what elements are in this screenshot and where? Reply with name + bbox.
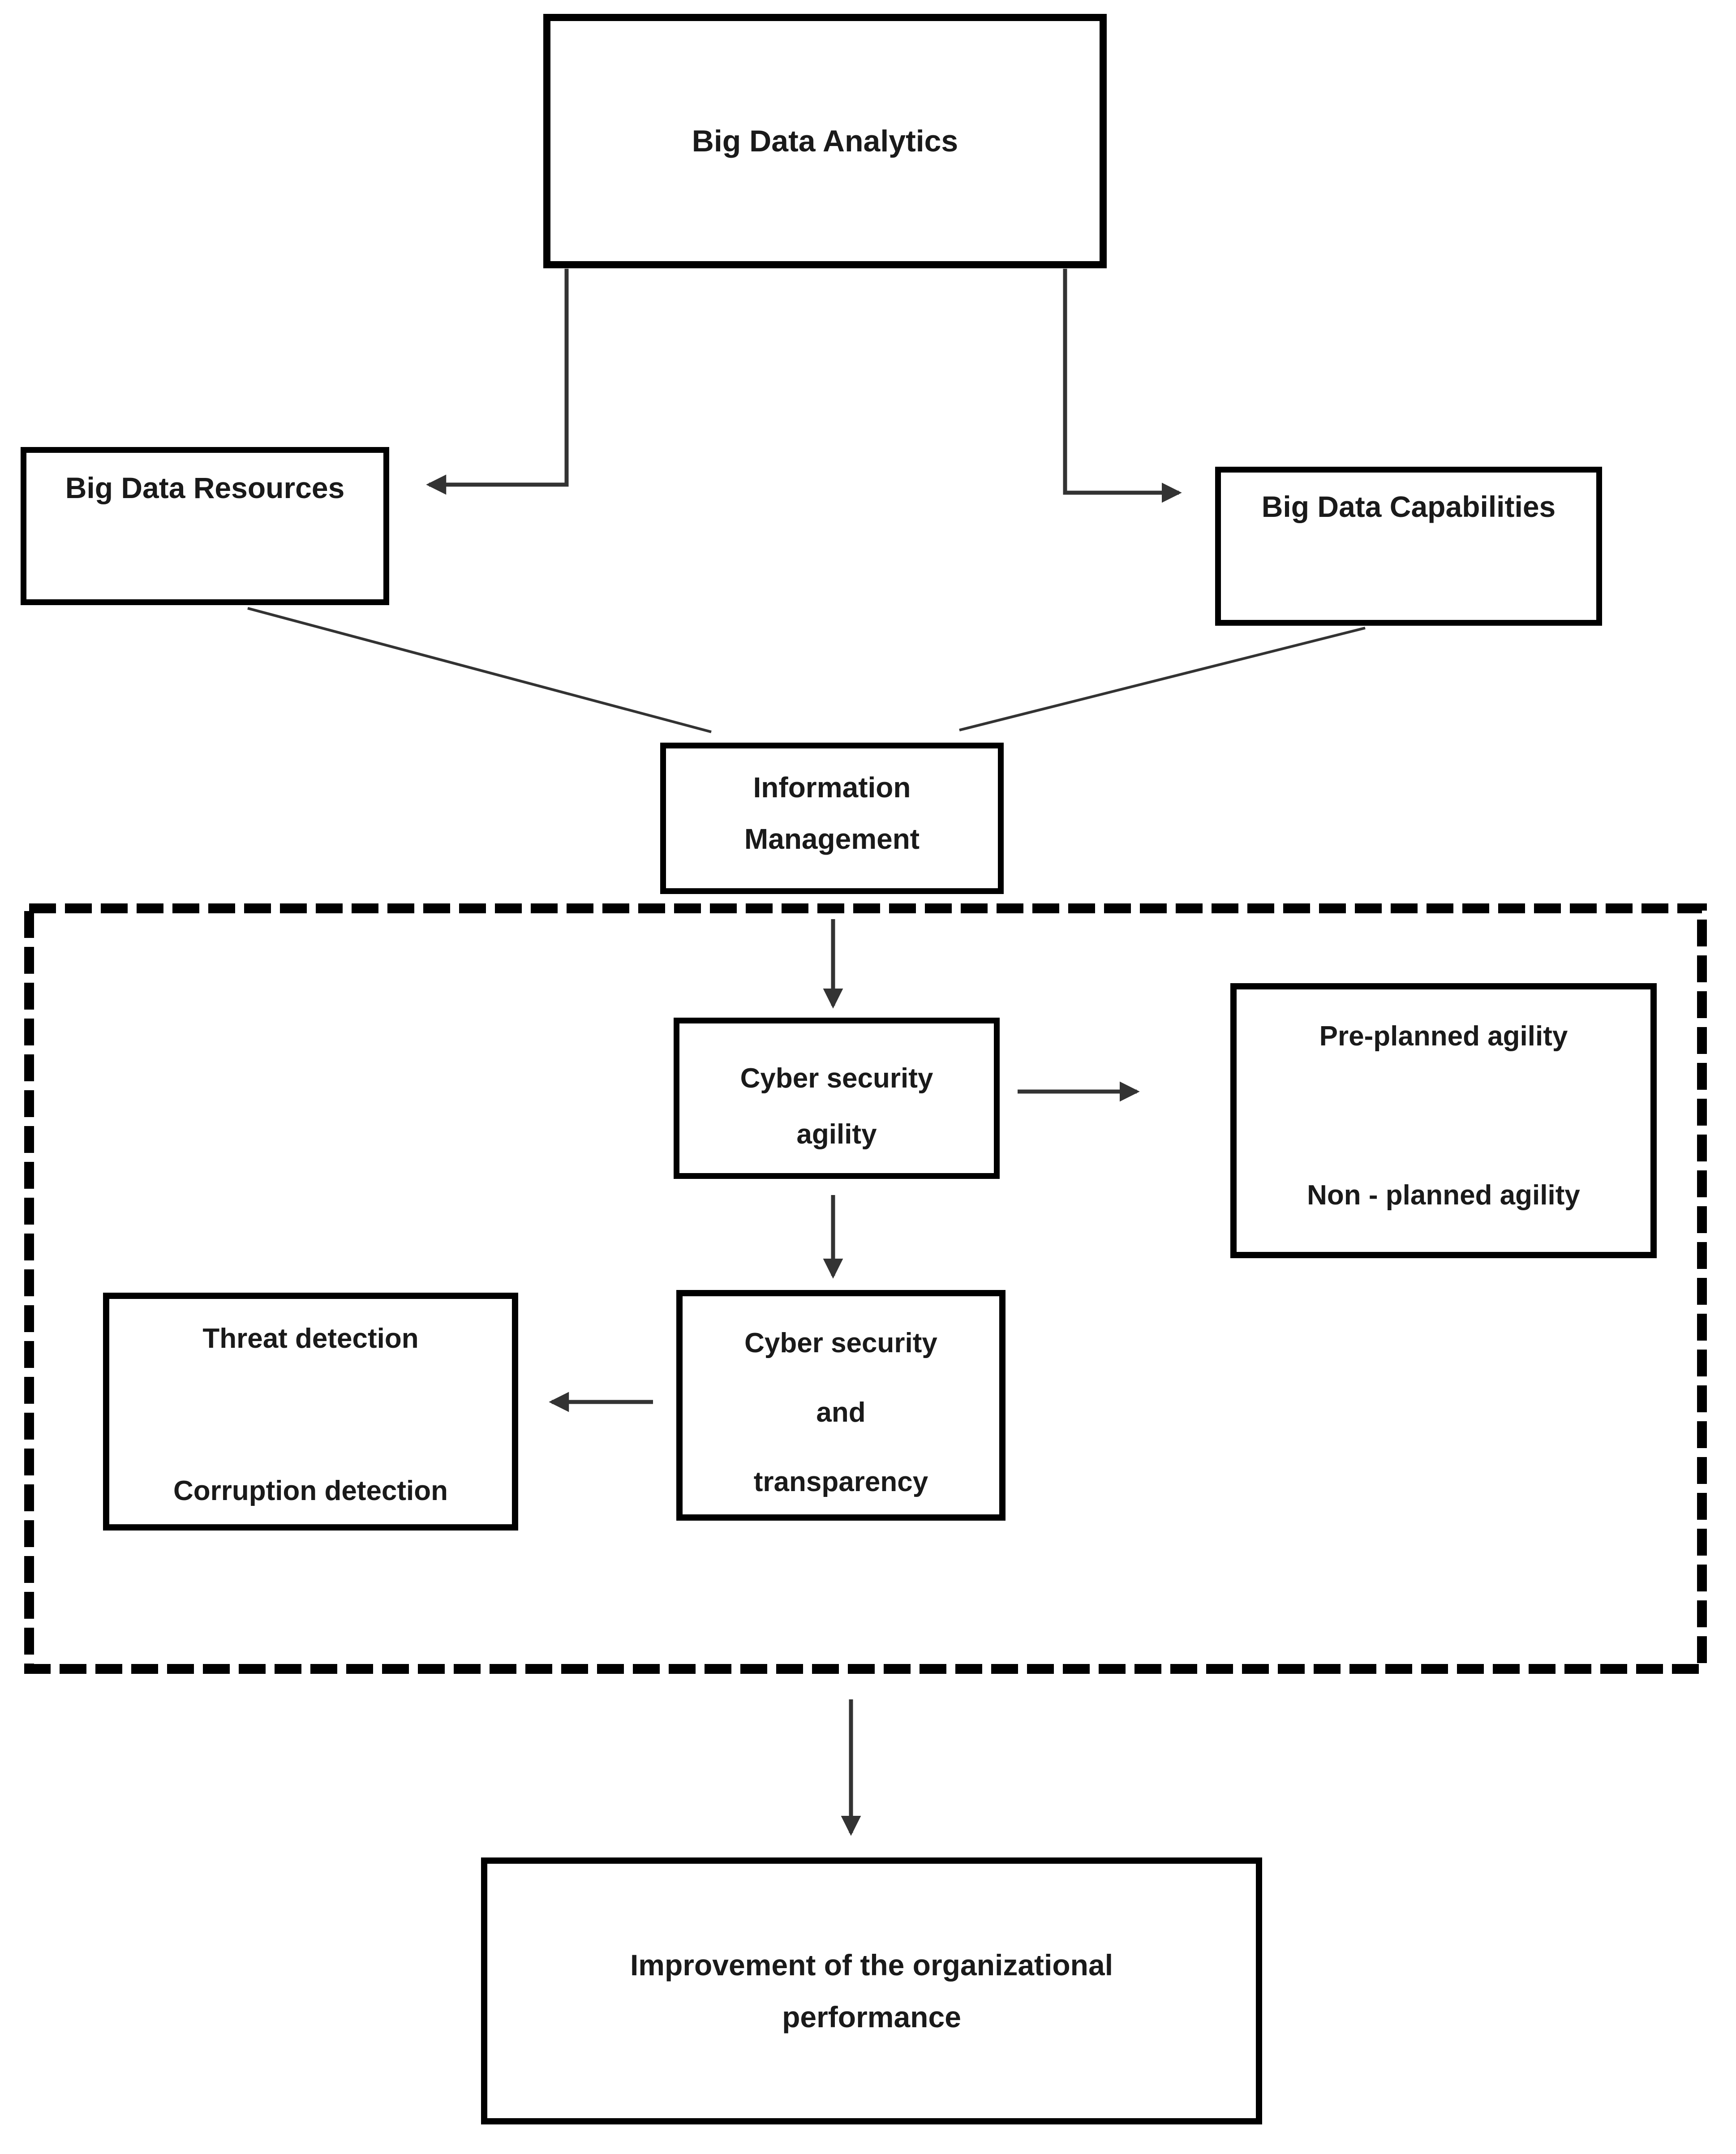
arrow-analytics-to-capabilities — [1063, 269, 1182, 503]
node-label-line: Information — [753, 771, 911, 804]
line-resources-to-information — [247, 607, 712, 733]
node-cyber-security-agility: Cyber security agility — [674, 1018, 1000, 1179]
node-label: Big Data Capabilities — [1261, 490, 1556, 523]
node-label-line: Corruption detection — [173, 1475, 448, 1506]
node-information-management: Information Management — [660, 743, 1004, 894]
node-label-line: Threat detection — [202, 1323, 419, 1354]
node-cyber-security-transparency: Cyber security and transparency — [676, 1290, 1006, 1521]
node-label-line: Pre-planned agility — [1319, 1021, 1568, 1052]
node-label-line: Cyber security — [744, 1328, 937, 1359]
node-label-line: and — [816, 1397, 866, 1428]
node-label-line: Improvement of the organizational — [630, 1948, 1113, 1982]
node-label-line: agility — [796, 1119, 877, 1150]
node-planned-agility-types: Pre-planned agility Non - planned agilit… — [1230, 983, 1657, 1258]
node-label-line: performance — [782, 2000, 961, 2034]
dashed-group-border — [24, 903, 1707, 1674]
node-big-data-capabilities: Big Data Capabilities — [1215, 467, 1602, 626]
arrow-analytics-to-resources — [426, 269, 569, 495]
node-big-data-resources: Big Data Resources — [21, 447, 389, 605]
node-label: Big Data Resources — [65, 471, 345, 504]
line-capabilities-to-information — [959, 627, 1366, 731]
node-big-data-analytics: Big Data Analytics — [543, 14, 1107, 268]
node-label-line: Management — [744, 823, 920, 855]
node-threat-corruption-detection: Threat detection Corruption detection — [103, 1293, 518, 1531]
node-label-line: Non - planned agility — [1307, 1180, 1580, 1211]
node-label: Big Data Analytics — [692, 124, 958, 158]
node-label-line: transparency — [753, 1466, 928, 1497]
node-organizational-performance: Improvement of the organizational perfor… — [481, 1857, 1262, 2124]
node-label-line: Cyber security — [740, 1063, 933, 1094]
